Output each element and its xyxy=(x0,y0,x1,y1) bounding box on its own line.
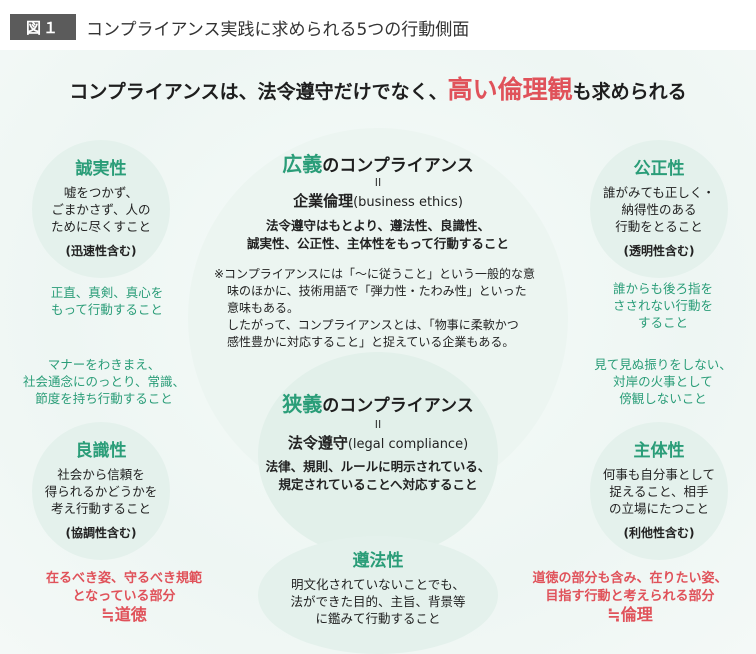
bubble-title: 主体性 xyxy=(633,441,685,461)
note-line: 感性豊かに対応すること」と捉えている企業もある。 xyxy=(227,335,515,349)
bubble-line: 社会から信頼を xyxy=(57,467,145,482)
integrity-explanation: 正直、真剣、真心を もって行動すること xyxy=(22,284,192,318)
red-line: 道徳の部分も含み、在りたい姿、 xyxy=(532,571,728,586)
note-line: 社会通念にのっとり、常識、 xyxy=(22,374,185,389)
note-line: マナーをわきまえ、 xyxy=(47,357,161,372)
bubble-line: 法ができた目的、主旨、背景等 xyxy=(290,594,466,609)
note-line: 意味もある。 xyxy=(227,301,300,315)
note-line: もって行動すること xyxy=(51,302,163,317)
narrow-title-accent: 狭義 xyxy=(282,392,323,416)
bubble-fairness: 公正性 誰がみても正しく・ 納得性のある 行動をとること (透明性含む) xyxy=(590,140,728,278)
narrow-equals-sign: II xyxy=(374,418,382,431)
broad-title-accent: 広義 xyxy=(282,152,323,176)
bubble-note: (利他性含む) xyxy=(623,526,695,540)
red-line: ≒倫理 xyxy=(607,605,653,624)
figure-label: 図１ xyxy=(10,14,76,40)
broad-term-ja: 企業倫理 xyxy=(293,192,354,210)
broad-desc-line: 法令遵守はもとより、遵法性、良識性、 xyxy=(265,218,490,233)
narrow-title-rest: のコンプライアンス xyxy=(322,396,474,416)
broad-description: 法令遵守はもとより、遵法性、良識性、 誠実性、公正性、主体性をもって行動すること xyxy=(0,217,756,253)
note-line: 傍観しないこと xyxy=(619,391,707,406)
note-line: 見て見ぬ振りをしない、 xyxy=(594,357,732,372)
broad-term-en: (business ethics) xyxy=(353,195,463,210)
bubble-note: (迅速性含む) xyxy=(65,244,137,258)
compliance-note: ※コンプライアンスには「～に従うこと」という一般的な意 味のほかに、技術用語で「… xyxy=(214,266,570,351)
bubble-note: (透明性含む) xyxy=(623,244,695,258)
bubble-body: 明文化されていないことでも、 法ができた目的、主旨、背景等 に鑑みて行動すること xyxy=(258,576,498,627)
bubble-line: の立場にたつこと xyxy=(608,501,709,516)
narrow-desc-line: 規定されていることへ対応すること xyxy=(278,477,478,492)
bubble-body: 誰がみても正しく・ 納得性のある 行動をとること xyxy=(603,184,715,235)
note-line: ※コンプライアンスには「～に従うこと」という一般的な意 xyxy=(214,267,535,281)
narrow-term-ja: 法令遵守 xyxy=(287,434,348,452)
bubble-line: 嘘をつかず、 xyxy=(63,185,139,200)
bubble-body: 社会から信頼を 得られるかどうかを 考え行動すること xyxy=(45,466,158,517)
bubble-title: 遵法性 xyxy=(352,551,404,571)
broad-title-rest: のコンプライアンス xyxy=(322,156,474,176)
bubble-integrity: 誠実性 嘘をつかず、 ごまかさず、人の ために尽くすこと (迅速性含む) xyxy=(32,140,170,278)
bubble-initiative: 主体性 何事も自分事として 捉えること、相手 の立場にたつこと (利他性含む) xyxy=(590,422,728,560)
bubble-line: 捉えること、相手 xyxy=(609,484,709,499)
morality-note: 在るべき姿、守るべき規範 となっている部分 ≒道徳 xyxy=(8,570,240,624)
bubble-line: に鑑みて行動すること xyxy=(315,611,441,626)
bubble-note: (協調性含む) xyxy=(65,526,137,540)
bubble-lawful: 遵法性 明文化されていないことでも、 法ができた目的、主旨、背景等 に鑑みて行動… xyxy=(258,536,498,654)
bubble-line: 納得性のある xyxy=(621,202,697,217)
note-line: さされない行動を xyxy=(612,298,713,313)
note-line: 対岸の火事として xyxy=(613,374,713,389)
ethics-note: 道徳の部分も含み、在りたい姿、 目指す行動と考えられる部分 ≒倫理 xyxy=(508,570,752,624)
narrow-desc-line: 法律、規則、ルールに明示されている、 xyxy=(265,459,491,474)
red-line: 在るべき姿、守るべき規範 xyxy=(45,571,202,586)
headline-highlight: 高い倫理観 xyxy=(447,75,573,104)
narrow-term-en: (legal compliance) xyxy=(347,437,469,452)
narrow-term: 法令遵守(legal compliance) xyxy=(0,432,756,453)
bubble-line: 誰がみても正しく・ xyxy=(603,185,715,200)
headline-pre: コンプライアンスは、法令遵守だけでなく、 xyxy=(69,81,448,103)
bubble-body: 何事も自分事として 捉えること、相手 の立場にたつこと xyxy=(603,466,715,517)
note-line: 節度を持ち行動すること xyxy=(35,391,173,406)
broad-title: 広義のコンプライアンス xyxy=(0,148,756,177)
bubble-line: ごまかさず、人の xyxy=(51,202,151,217)
bubble-line: ために尽くすこと xyxy=(50,219,151,234)
note-line: 誰からも後ろ指を xyxy=(612,281,713,296)
note-line: すること xyxy=(637,315,688,330)
narrow-description: 法律、規則、ルールに明示されている、 規定されていることへ対応すること xyxy=(0,458,756,494)
broad-term: 企業倫理(business ethics) xyxy=(0,190,756,211)
note-line: 味のほかに、技術用語で「弾力性・たわみ性」といった xyxy=(227,284,527,298)
bubble-title: 公正性 xyxy=(633,159,685,179)
narrow-compliance-circle xyxy=(258,352,498,558)
initiative-explanation: 見て見ぬ振りをしない、 対岸の火事として 傍観しないこと xyxy=(576,356,750,407)
bubble-line: 明文化されていないことでも、 xyxy=(291,577,465,592)
bubble-title: 誠実性 xyxy=(75,159,127,179)
broad-desc-line: 誠実性、公正性、主体性をもって行動すること xyxy=(247,236,509,251)
bubble-line: 行動をとること xyxy=(615,219,703,234)
bubble-line: 何事も自分事として xyxy=(602,467,716,482)
figure-header: 図１ コンプライアンス実践に求められる5つの行動側面 xyxy=(0,0,756,40)
red-line: 目指す行動と考えられる部分 xyxy=(545,589,715,604)
red-line: ≒道徳 xyxy=(101,605,147,624)
narrow-title: 狭義のコンプライアンス xyxy=(0,388,756,417)
bubble-line: 得られるかどうかを xyxy=(44,484,158,499)
note-line: 正直、真剣、真心を xyxy=(50,285,164,300)
fairness-explanation: 誰からも後ろ指を さされない行動を すること xyxy=(582,280,744,331)
bubble-title: 良識性 xyxy=(75,441,127,461)
broad-equals-sign: II xyxy=(374,176,382,189)
bubble-line: 考え行動すること xyxy=(50,501,151,516)
bubble-body: 嘘をつかず、 ごまかさず、人の ために尽くすこと xyxy=(51,184,151,235)
red-line: となっている部分 xyxy=(72,589,176,604)
bubble-goodsense: 良識性 社会から信頼を 得られるかどうかを 考え行動すること (協調性含む) xyxy=(32,422,170,560)
figure-title: コンプライアンス実践に求められる5つの行動側面 xyxy=(86,19,470,40)
headline: コンプライアンスは、法令遵守だけでなく、高い倫理観も求められる xyxy=(0,70,756,106)
note-line: したがって、コンプライアンスとは、「物事に柔軟かつ xyxy=(227,318,519,332)
headline-post: も求められる xyxy=(572,81,687,103)
goodsense-explanation: マナーをわきまえ、 社会通念にのっとり、常識、 節度を持ち行動すること xyxy=(8,356,200,407)
